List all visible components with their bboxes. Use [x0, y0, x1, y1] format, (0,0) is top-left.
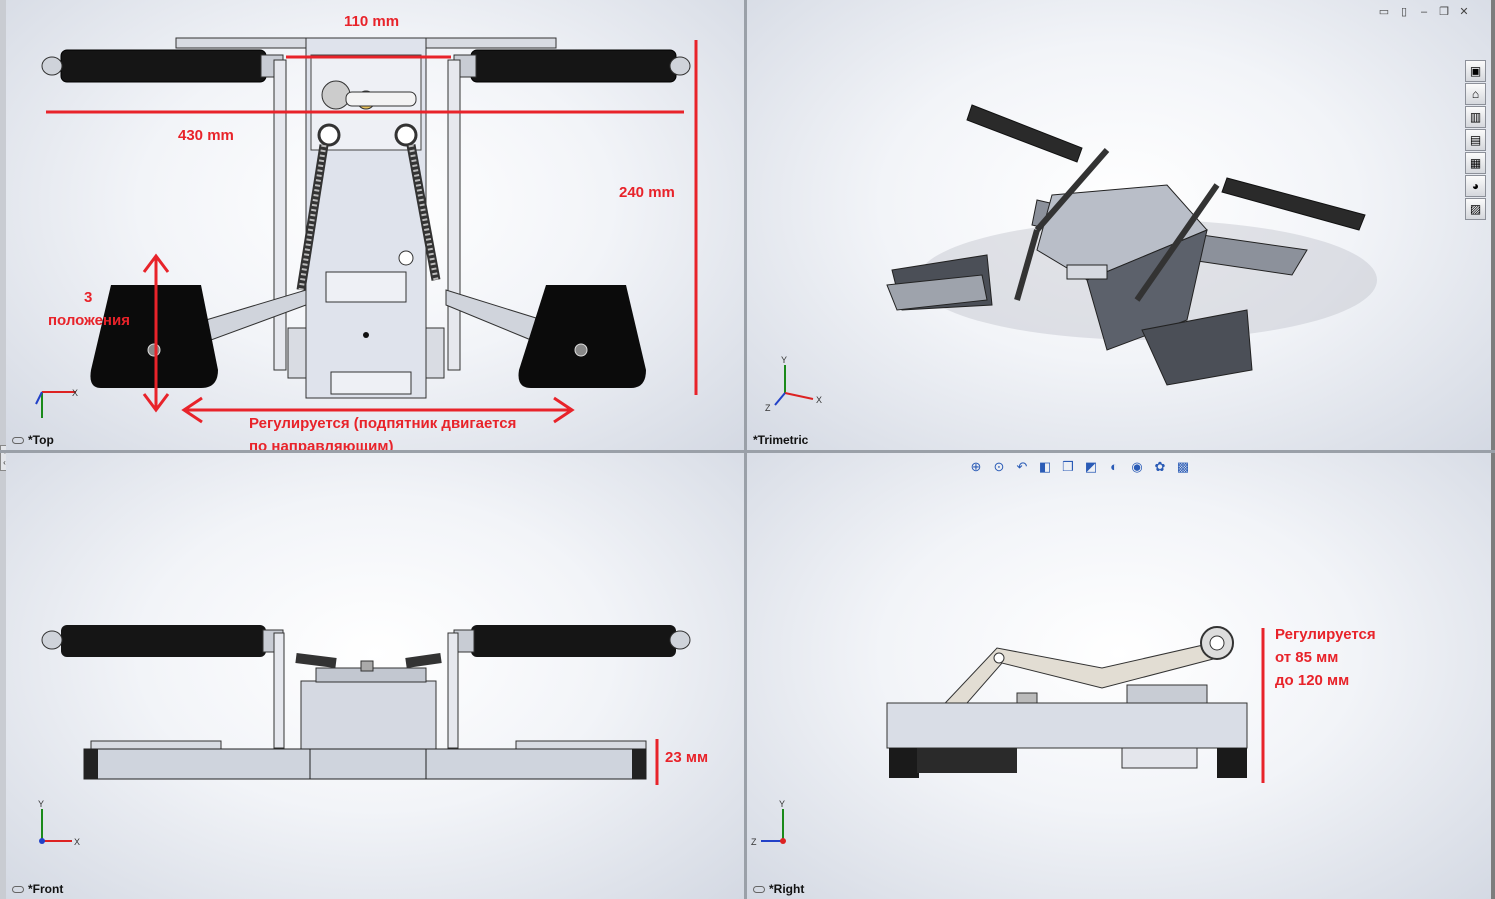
link-views-icon [12, 885, 24, 893]
view-orientation-icon[interactable]: ❒ [1062, 459, 1074, 474]
viewport-splitter-horizontal[interactable] [0, 450, 1495, 453]
file-explorer-icon[interactable]: ▤ [1465, 129, 1486, 151]
close-button[interactable]: ✕ [1459, 6, 1469, 18]
view-settings-icon[interactable]: ▩ [1176, 459, 1190, 474]
zoom-to-fit-icon[interactable]: ⊕ [970, 459, 982, 474]
viewport-top-label: *Top [12, 433, 54, 447]
view-palette-icon[interactable]: ▦ [1465, 152, 1486, 174]
adjust-note-line1: Регулируется (подпятник двигается [249, 415, 517, 432]
dimension-23-label: 23 мм [665, 749, 709, 766]
edit-appearance-icon[interactable]: ◉ [1131, 459, 1143, 474]
custom-properties-icon[interactable]: ▨ [1465, 198, 1486, 220]
top-view-model [41, 37, 698, 424]
viewport-front[interactable]: 23 мм Y X *Front [6, 453, 744, 899]
viewport-top[interactable]: 110 mm 430 mm 240 mm 3 положения Регулир… [6, 0, 744, 450]
positions-count-label: 3 [84, 289, 93, 306]
dimension-240-label: 240 mm [619, 184, 675, 201]
svg-text:Z: Z [751, 837, 757, 847]
window-controls: ▭ ▯ – ❐ ✕ [1377, 6, 1471, 19]
svg-text:X: X [74, 837, 80, 847]
front-view-model [41, 625, 691, 785]
adjust-height-line2: от 85 мм [1275, 649, 1339, 666]
appearances-icon[interactable]: ◕ [1465, 175, 1486, 197]
adjust-height-line1: Регулируется [1275, 626, 1376, 643]
section-view-icon[interactable]: ◧ [1038, 459, 1052, 474]
coordinate-triad-icon: Y Z [751, 799, 786, 847]
svg-text:Y: Y [781, 355, 787, 365]
coordinate-triad-icon: X [35, 388, 78, 418]
dimension-430-label: 430 mm [178, 127, 234, 144]
heads-up-view-toolbar: ⊕ ⊙ ↶ ◧ ❒ ◩ ◐ ◉ ✿ ▩ [967, 458, 1192, 476]
coordinate-triad-icon: Y X Z [765, 355, 822, 413]
adjust-height-line3: до 120 мм [1275, 672, 1350, 689]
dimension-110-label: 110 mm [344, 13, 400, 30]
link-views-icon [12, 436, 24, 444]
viewport-splitter-vertical[interactable] [744, 0, 747, 899]
link-views-icon [753, 885, 765, 893]
positions-word-label: положения [48, 312, 130, 329]
viewport-trimetric[interactable]: Y X Z ▭ ▯ – ❐ ✕ ▣⌂▥▤▦◕▨ *Trimetric [747, 0, 1491, 450]
tile-vertical-button[interactable]: ▯ [1400, 6, 1408, 18]
apply-scene-icon[interactable]: ✿ [1154, 459, 1166, 474]
triad-x: X [72, 388, 78, 398]
display-style-icon[interactable]: ◩ [1084, 459, 1098, 474]
home-icon[interactable]: ⌂ [1465, 83, 1486, 105]
svg-text:X: X [816, 395, 822, 405]
restore-button[interactable]: ❐ [1439, 6, 1449, 18]
resources-icon[interactable]: ▣ [1465, 60, 1486, 82]
design-library-icon[interactable]: ▥ [1465, 106, 1486, 128]
viewport-right[interactable]: ⊕ ⊙ ↶ ◧ ❒ ◩ ◐ ◉ ✿ ▩ Регулируется от 85 мм до 120 … [747, 453, 1491, 899]
svg-text:Y: Y [779, 799, 785, 809]
trimetric-view-model [886, 104, 1377, 386]
previous-view-icon[interactable]: ↶ [1016, 459, 1028, 474]
right-view-model [886, 626, 1265, 783]
task-pane-tabs: ▣⌂▥▤▦◕▨ [1465, 60, 1487, 220]
adjust-note-line2: по направляющим) [249, 438, 394, 450]
viewport-right-label: *Right [753, 882, 804, 896]
zoom-to-area-icon[interactable]: ⊙ [993, 459, 1005, 474]
tile-horizontal-button[interactable]: ▭ [1378, 6, 1390, 18]
minimize-button[interactable]: – [1420, 6, 1428, 18]
hide-show-items-icon[interactable]: ◐ [1110, 459, 1118, 474]
viewport-trimetric-label: *Trimetric [753, 433, 809, 447]
viewport-front-label: *Front [12, 882, 63, 896]
coordinate-triad-icon: Y X [38, 799, 80, 847]
svg-text:Y: Y [38, 799, 44, 809]
svg-text:Z: Z [765, 403, 771, 413]
